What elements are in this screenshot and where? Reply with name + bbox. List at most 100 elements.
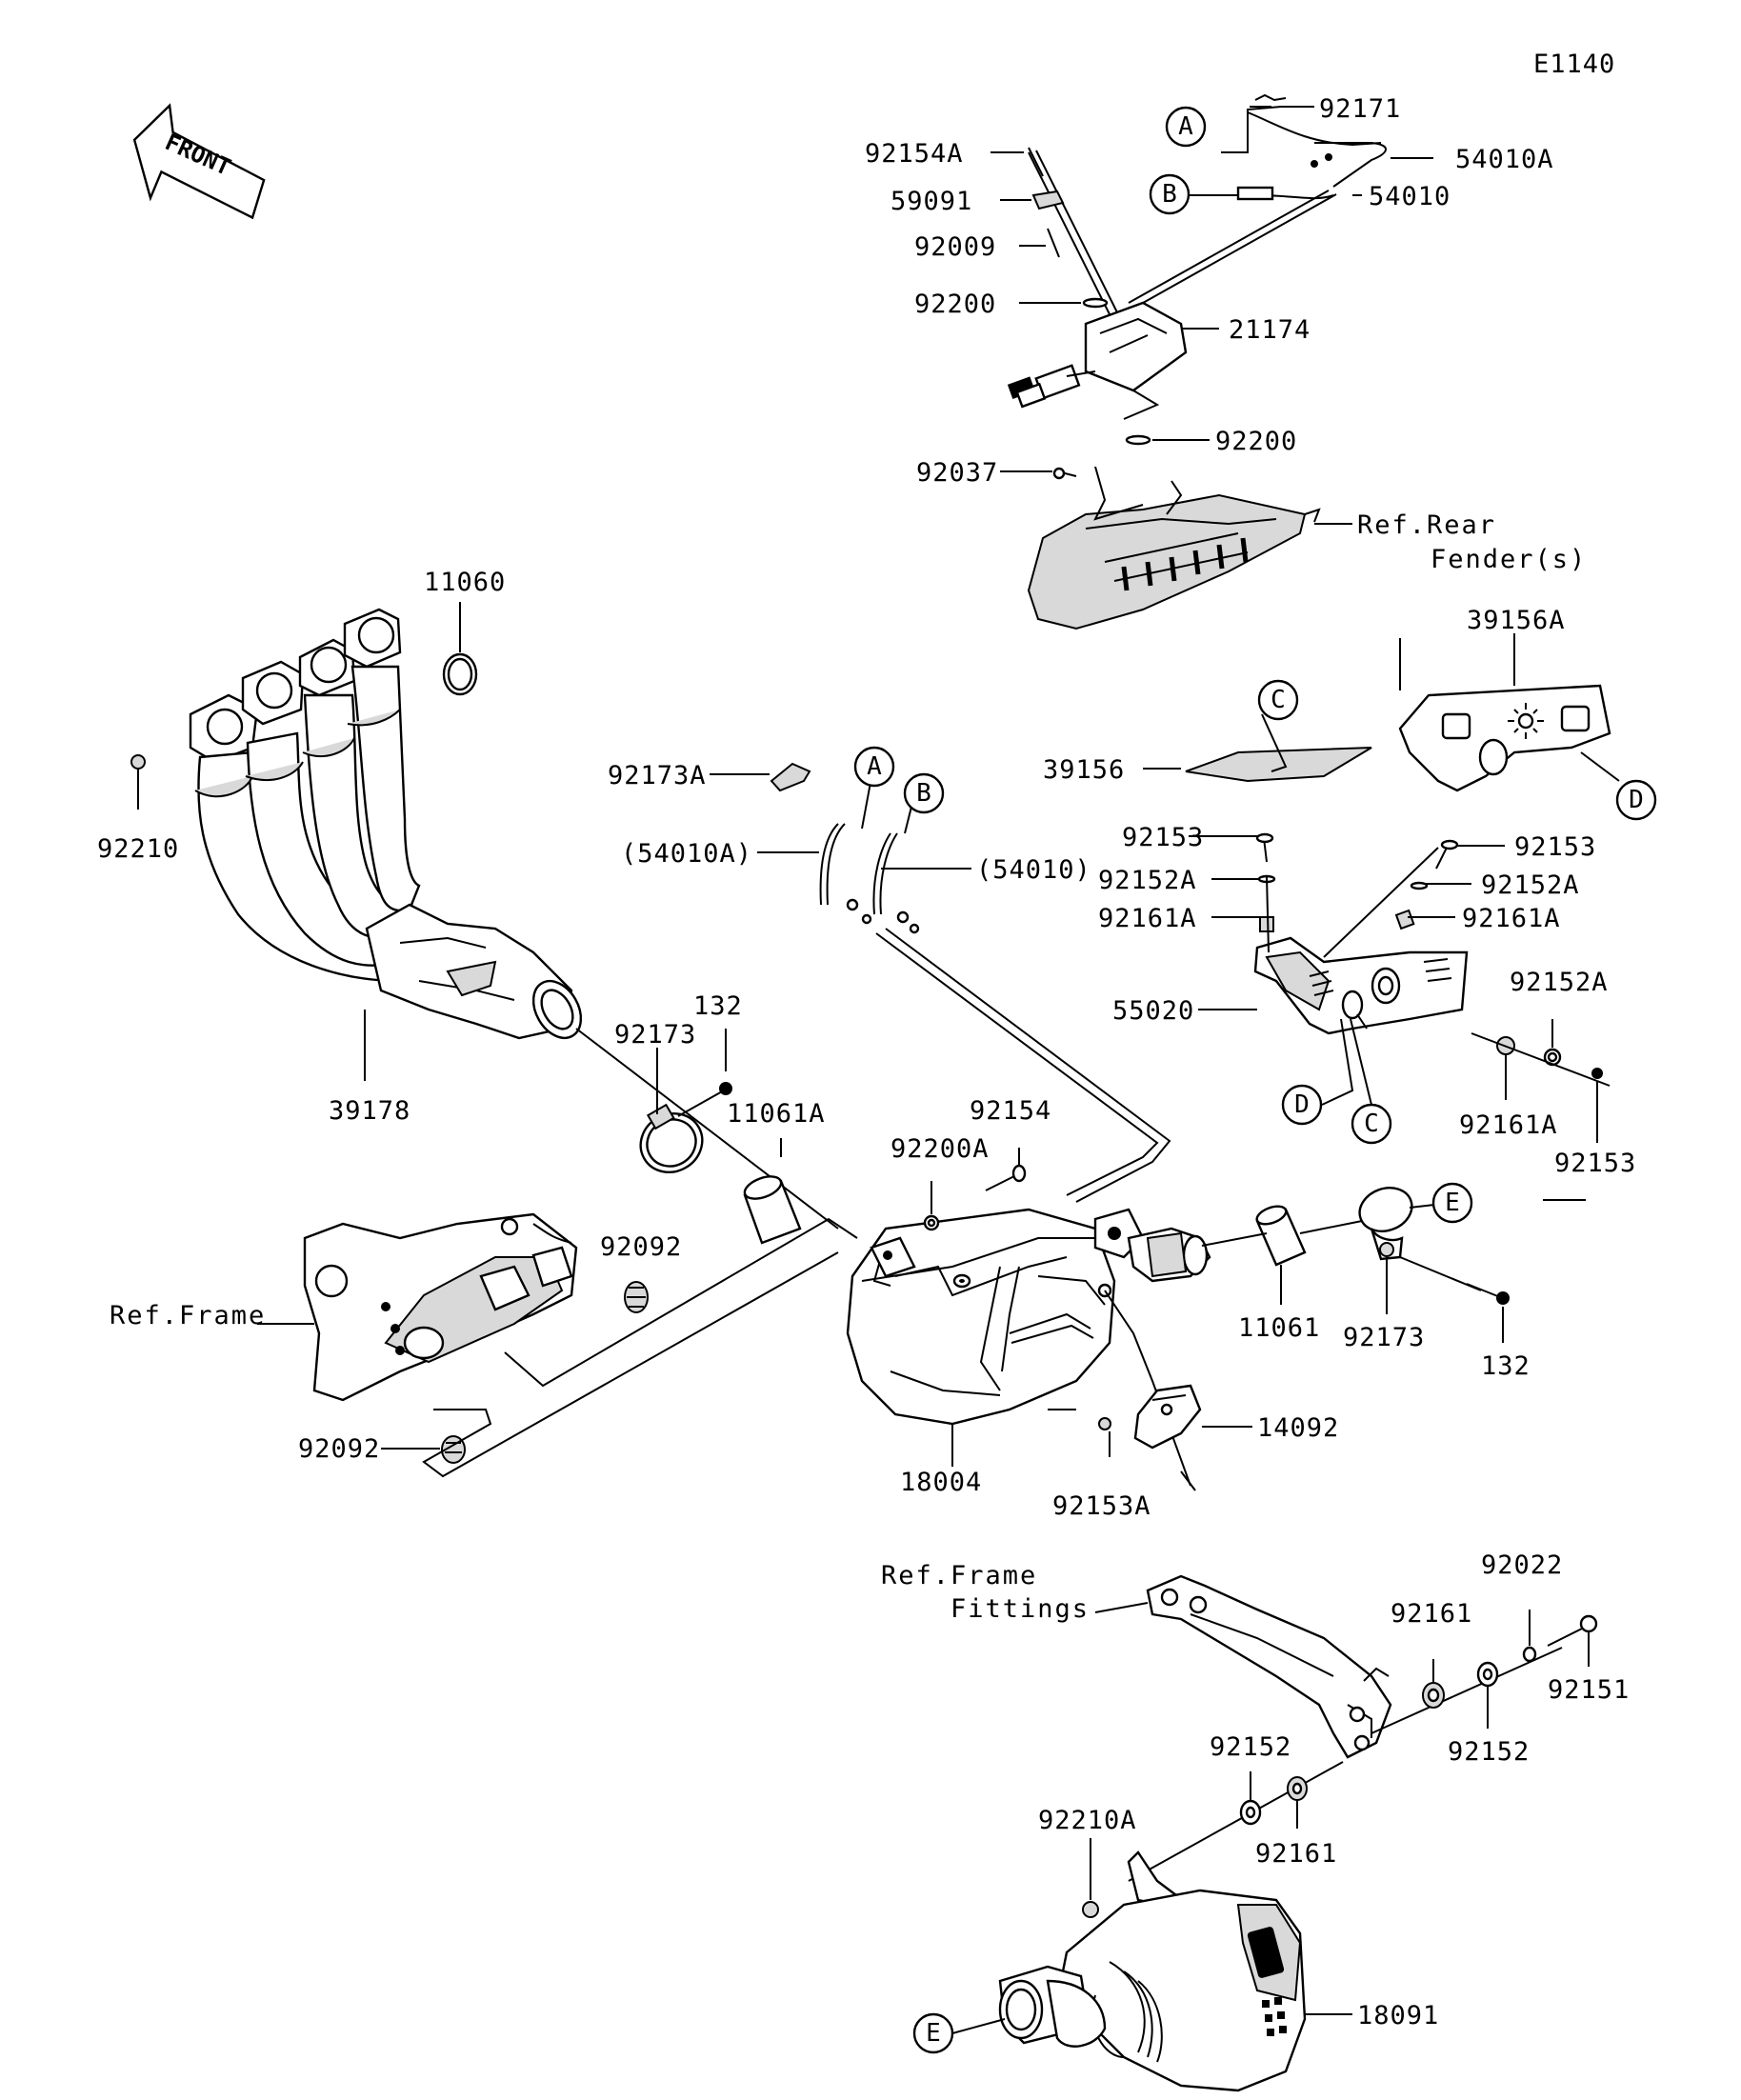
label-92152-b: 92152 xyxy=(1210,1732,1291,1762)
callout-B-mid: B xyxy=(903,772,945,814)
ref-frame-fittings-2: Fittings xyxy=(951,1594,1090,1624)
label-92092-top: 92092 xyxy=(600,1232,682,1262)
label-11060: 11060 xyxy=(424,568,506,597)
ref-frame: Ref.Frame xyxy=(110,1301,266,1330)
rubber-92092-top xyxy=(624,1281,649,1313)
svg-text:B: B xyxy=(916,779,931,808)
label-55020: 55020 xyxy=(1112,996,1194,1026)
bolt-92154 xyxy=(985,1164,1027,1191)
label-92173-right: 92173 xyxy=(1343,1323,1425,1352)
label-11061: 11061 xyxy=(1238,1313,1320,1343)
label-132-top: 132 xyxy=(693,991,743,1021)
svg-text:A: A xyxy=(1178,112,1193,141)
heat-shield-39156 xyxy=(1185,747,1372,783)
label-92151: 92151 xyxy=(1548,1675,1630,1705)
label-92152A-right: 92152A xyxy=(1481,870,1580,900)
label-92152A-right2: 92152A xyxy=(1510,968,1609,997)
callout-D-mid: D xyxy=(1281,1084,1323,1126)
callout-C-mid: C xyxy=(1351,1103,1392,1145)
label-18004: 18004 xyxy=(900,1468,982,1497)
callout-E-bottom: E xyxy=(912,2012,954,2054)
cover-55020 xyxy=(1253,936,1469,1035)
nut-92153A xyxy=(1098,1417,1111,1430)
svg-text:E: E xyxy=(926,2019,941,2048)
callout-B-top: B xyxy=(1149,173,1191,215)
label-92153-right2: 92153 xyxy=(1554,1149,1636,1178)
label-92200-mid: 92200 xyxy=(1215,427,1297,456)
label-54010: 54010 xyxy=(1369,182,1451,211)
label-132-right: 132 xyxy=(1481,1351,1531,1381)
label-39156: 39156 xyxy=(1043,755,1125,785)
label-92173-top: 92173 xyxy=(614,1020,696,1050)
label-21174: 21174 xyxy=(1229,315,1311,345)
label-92161A-right2: 92161A xyxy=(1459,1110,1558,1140)
label-92200A: 92200A xyxy=(891,1134,990,1164)
svg-text:D: D xyxy=(1629,786,1644,814)
svg-text:C: C xyxy=(1364,1110,1379,1138)
label-92161A-right: 92161A xyxy=(1462,904,1561,933)
svg-text:E: E xyxy=(1445,1189,1460,1217)
label-92153A: 92153A xyxy=(1052,1491,1151,1521)
label-92092-bottom: 92092 xyxy=(298,1434,380,1464)
svg-text:A: A xyxy=(867,752,882,781)
callout-A-mid: A xyxy=(853,746,895,788)
label-92037: 92037 xyxy=(916,458,998,488)
label-92161-a: 92161 xyxy=(1391,1599,1472,1629)
clamp-left xyxy=(639,1082,732,1173)
svg-text:D: D xyxy=(1294,1090,1310,1119)
label-92200-top: 92200 xyxy=(914,290,996,319)
label-92154A: 92154A xyxy=(865,139,964,169)
label-92154: 92154 xyxy=(970,1096,1051,1126)
muffler-chamber-18004 xyxy=(846,1208,1211,1487)
diagram-code: E1140 xyxy=(1533,50,1615,79)
exhaust-header xyxy=(189,608,583,1040)
cover-14092 xyxy=(1133,1384,1202,1491)
label-54010A: 54010A xyxy=(1455,145,1554,174)
mount-fasteners xyxy=(1082,1614,1598,1918)
ref-frame-fittings-1: Ref.Frame xyxy=(881,1561,1037,1590)
label-54010A-paren: (54010A) xyxy=(621,839,752,869)
label-39178: 39178 xyxy=(329,1096,410,1126)
callout-C-top: C xyxy=(1257,679,1299,721)
ref-rear-fender-2: Fender(s) xyxy=(1431,545,1587,574)
frame-fittings-bracket xyxy=(1146,1574,1392,1759)
nut-92210 xyxy=(130,754,146,770)
label-92210A: 92210A xyxy=(1038,1806,1137,1835)
label-14092: 14092 xyxy=(1257,1413,1339,1443)
ref-rear-fender-1: Ref.Rear xyxy=(1357,510,1496,540)
sleeve-11061A xyxy=(743,1175,802,1245)
front-arrow-icon: FRONT xyxy=(132,103,266,220)
silencer-18091 xyxy=(998,1850,1307,2092)
label-92009: 92009 xyxy=(914,232,996,262)
rubber-92092-bottom xyxy=(441,1435,466,1464)
label-92161-b: 92161 xyxy=(1255,1839,1337,1869)
label-92153-right: 92153 xyxy=(1514,832,1596,862)
actuator-assembly xyxy=(1007,93,1387,630)
heat-shield-39156A xyxy=(1398,684,1611,792)
label-18091: 18091 xyxy=(1357,2001,1439,2030)
clamp-right xyxy=(1358,1187,1510,1305)
frame-bracket xyxy=(303,1212,578,1402)
callout-D-top: D xyxy=(1615,779,1657,821)
label-39156A: 39156A xyxy=(1467,606,1566,635)
callout-A-top: A xyxy=(1165,106,1207,148)
label-92022: 92022 xyxy=(1481,1550,1563,1580)
label-92161A-left: 92161A xyxy=(1098,904,1197,933)
label-92152A-left: 92152A xyxy=(1098,866,1197,895)
label-92152-a: 92152 xyxy=(1448,1737,1530,1767)
label-11061A: 11061A xyxy=(727,1099,826,1129)
label-92210: 92210 xyxy=(97,834,179,864)
label-92153-left: 92153 xyxy=(1122,823,1204,852)
sleeve-11061 xyxy=(1255,1205,1307,1267)
cover-fasteners xyxy=(1255,832,1611,1087)
leader-lines xyxy=(137,106,1620,2034)
cable-pair xyxy=(770,762,1171,1203)
callout-E-right: E xyxy=(1431,1182,1473,1224)
label-59091: 59091 xyxy=(891,187,972,216)
svg-text:C: C xyxy=(1271,686,1286,714)
svg-text:B: B xyxy=(1162,180,1177,209)
label-92171: 92171 xyxy=(1319,94,1401,124)
label-54010-paren: (54010) xyxy=(976,855,1091,885)
label-92173A: 92173A xyxy=(608,761,707,790)
